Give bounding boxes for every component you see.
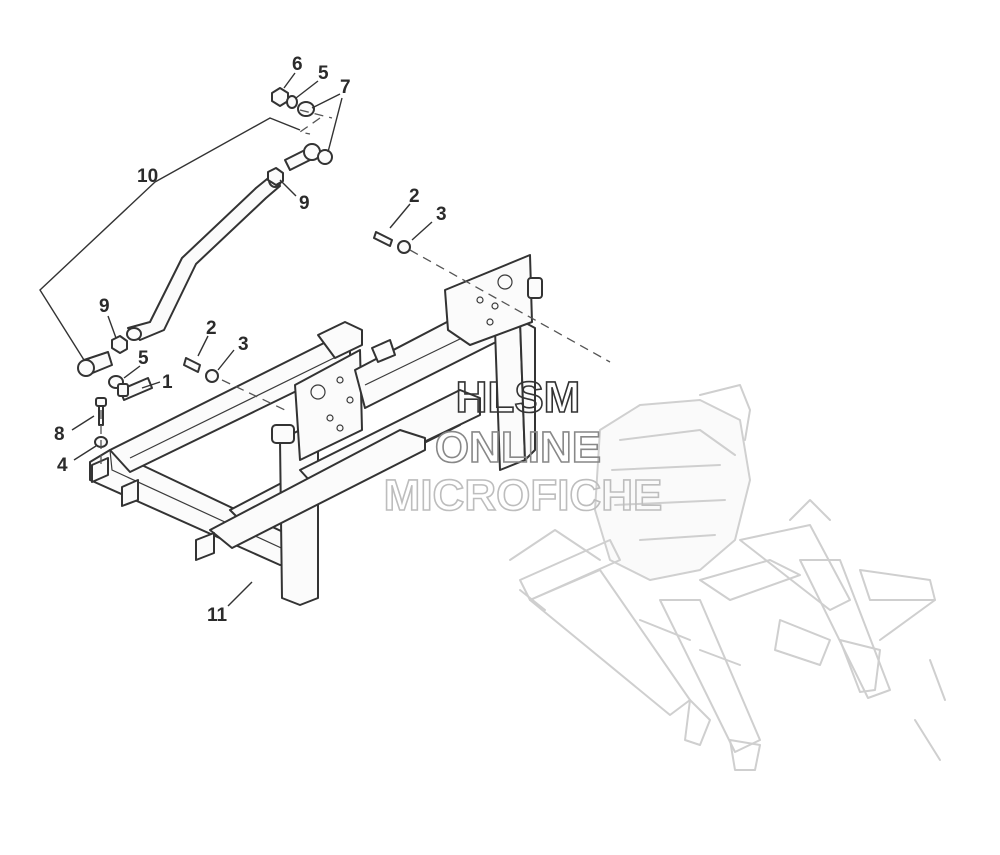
callout-3-left: 3 — [238, 334, 249, 355]
callout-2-left: 2 — [206, 318, 217, 339]
callout-4: 4 — [57, 455, 68, 476]
callout-6: 6 — [292, 54, 303, 75]
callout-11: 11 — [207, 605, 228, 626]
callout-2-right: 2 — [409, 186, 420, 207]
watermark-line-1: HLSM — [456, 373, 581, 422]
main-frame — [89, 254, 543, 606]
leader-lines — [39, 72, 433, 607]
callout-labels: 6 5 7 10 9 2 3 9 2 3 5 1 8 4 11 — [54, 54, 447, 626]
callout-7: 7 — [340, 77, 351, 98]
watermark-line-3: MICROFICHE — [384, 471, 663, 520]
callout-9-top: 9 — [299, 193, 310, 214]
watermark-line-2: ONLINE — [435, 423, 601, 472]
background-chassis — [509, 384, 946, 771]
callout-3-right: 3 — [436, 204, 447, 225]
hardware — [94, 87, 411, 448]
callout-1: 1 — [162, 372, 173, 393]
callout-5-top: 5 — [318, 63, 329, 84]
callout-9-left: 9 — [99, 296, 110, 317]
alignment-lines — [100, 109, 611, 470]
callout-8: 8 — [54, 424, 65, 445]
watermark: HLSM ONLINE MICROFICHE — [383, 372, 663, 521]
callout-5-left: 5 — [138, 348, 149, 369]
callout-10: 10 — [137, 166, 158, 187]
